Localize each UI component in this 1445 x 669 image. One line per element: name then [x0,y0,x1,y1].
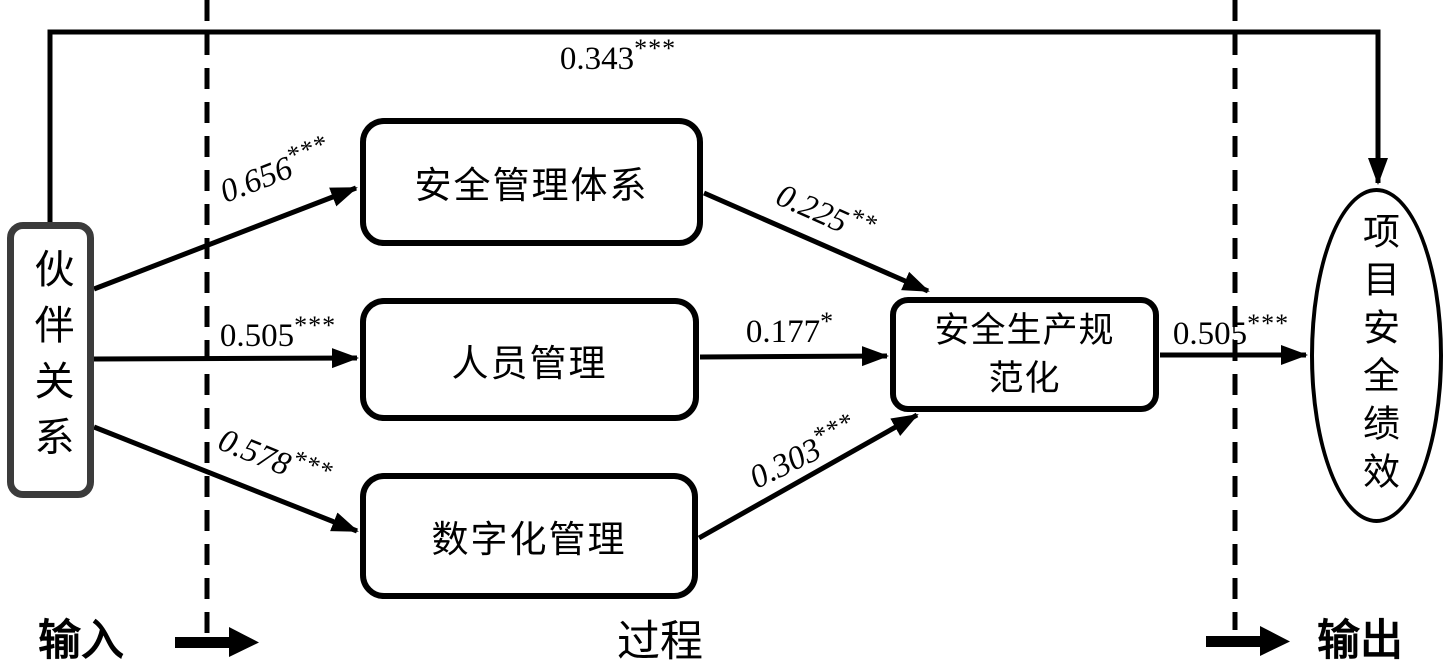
significance-stars: *** [1247,309,1290,338]
significance-stars: *** [634,34,677,63]
coefficient-partner-to-performance: 0.343*** [560,34,676,78]
node-partner-relationship: 伙伴关系 [7,222,94,498]
path-safety-system-to-standardization [702,190,930,294]
node-safety-production-standardization: 安全生产规 范化 [890,297,1159,412]
coefficient-personnel-to-standardization: 0.177* [746,307,834,351]
significance-stars: *** [294,311,337,340]
path-digital-to-standardization [697,412,919,541]
node-personnel-management: 人员管理 [360,298,699,421]
significance-stars: * [820,307,835,336]
node-project-safety-performance: 项目安全绩效 [1310,188,1443,523]
stage-label-input: 输入 [38,618,124,665]
coefficient-partner-to-personnel: 0.505*** [220,311,336,355]
coefficient-value: 0.505 [1172,316,1248,352]
node-digital-management: 数字化管理 [360,473,698,599]
path-partner-to-performance [47,29,1388,223]
path-partner-to-digital [93,424,359,534]
output-stage-arrow-icon [1206,626,1290,661]
path-partner-to-personnel [93,348,359,369]
path-partner-to-safety-system [93,185,358,292]
coefficient-value: 0.505 [219,318,295,354]
coefficient-value: 0.343 [559,41,635,77]
path-personnel-to-standardization [699,346,889,367]
stage-label-output: 输出 [1317,618,1403,665]
coefficient-value: 0.177 [745,314,821,350]
input-stage-arrow-icon [175,627,259,662]
coefficient-standardization-to-performance: 0.505*** [1173,309,1289,353]
stage-label-process: 过程 [617,619,703,666]
node-safety-management-system: 安全管理体系 [360,118,703,246]
